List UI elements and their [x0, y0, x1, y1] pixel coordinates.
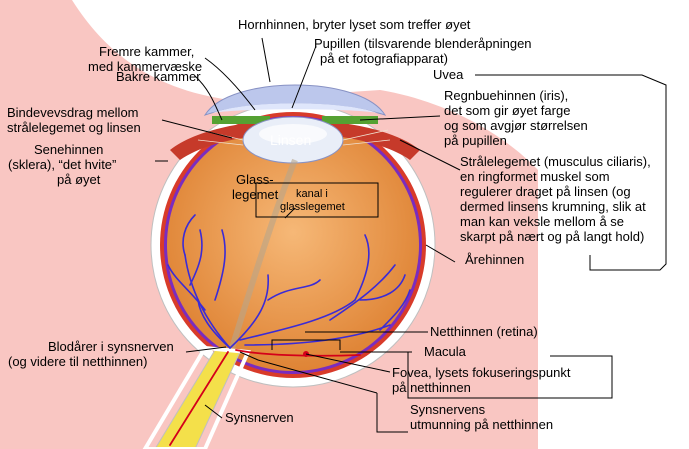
label-anterior-1: Fremre kammer,: [99, 44, 194, 59]
label-anterior-2: med kammervæske: [88, 59, 202, 74]
vitreous-body: [167, 119, 419, 371]
label-macula: Macula: [424, 344, 467, 359]
label-zonule-2: strålelegemet og linsen: [7, 120, 141, 135]
ciliary-body: [170, 120, 420, 160]
label-iris-2: det som gir øyet farge: [444, 103, 570, 118]
skin-background: [0, 0, 230, 449]
label-disc-2: utmunning på netthinnen: [410, 417, 553, 432]
label-pupil-1: Pupillen (tilsvarende blenderåpningen: [314, 36, 532, 51]
label-ciliary-1: Strålelegemet (musculus ciliaris),: [460, 154, 651, 169]
hyaloid-canal: [229, 158, 298, 349]
label-fovea-1: Fovea, lysets fokuseringspunkt: [392, 365, 571, 380]
central-vessel: [169, 351, 229, 446]
label-ciliary-6: skarpt på nært og på langt hold): [460, 229, 644, 244]
leader-lines: [155, 37, 667, 433]
lens-highlight: [259, 124, 327, 144]
label-vessels-1: Blodårer i synsnerven: [48, 339, 174, 354]
label-iris-4: på pupillen: [444, 133, 507, 148]
retinal-vessels: [167, 214, 411, 349]
label-vitreous-1: Glass-: [236, 172, 274, 187]
macula-bracket: [271, 339, 341, 350]
label-sclera-2: (sklera), “det hvite”: [8, 157, 116, 172]
label-ciliary-2: en ringformet muskel som: [460, 169, 610, 184]
label-posterior: Bakre kammer: [116, 69, 201, 84]
label-iris-1: Regnbuehinnen (iris),: [444, 88, 568, 103]
central-vessel-2: [235, 349, 361, 357]
label-canal-2: glasslegemet: [280, 201, 345, 213]
label-ciliary-4: dermed linsens krumning, slik at: [460, 199, 646, 214]
canal-box: [255, 182, 379, 218]
label-ciliary-5: man kan veksle mellom å se: [460, 214, 624, 229]
iris-shape-right: [322, 116, 378, 124]
label-sclera-3: på øyet: [57, 172, 101, 187]
iris-shape: [212, 116, 270, 124]
label-lens: Linsen: [270, 132, 311, 148]
label-retina: Netthinnen (retina): [430, 324, 538, 339]
label-optic-nerve: Synsnerven: [225, 410, 294, 425]
label-sclera-1: Senehinnen: [34, 142, 103, 157]
label-choroid: Årehinnen: [465, 252, 524, 267]
label-ciliary-3: regulerer draget på linsen (og: [460, 184, 631, 199]
anterior-chamber: [212, 103, 378, 113]
label-iris-3: og som avgjør størrelsen: [444, 118, 588, 133]
optic-nerve-sheath: [142, 345, 251, 449]
label-uvea: Uvea: [433, 67, 464, 82]
label-vitreous-2: legemet: [232, 187, 279, 202]
label-canal-1: kanal i: [296, 188, 328, 200]
label-pupil-2: på et fotografiapparat): [320, 51, 448, 66]
label-zonule-1: Bindevevsdrag mellom: [7, 105, 139, 120]
label-cornea: Hornhinnen, bryter lyset som treffer øye…: [238, 17, 471, 32]
label-fovea-2: på netthinnen: [392, 380, 471, 395]
label-disc-1: Synsnervens: [410, 402, 486, 417]
label-vessels-2: (og videre til netthinnen): [8, 354, 147, 369]
